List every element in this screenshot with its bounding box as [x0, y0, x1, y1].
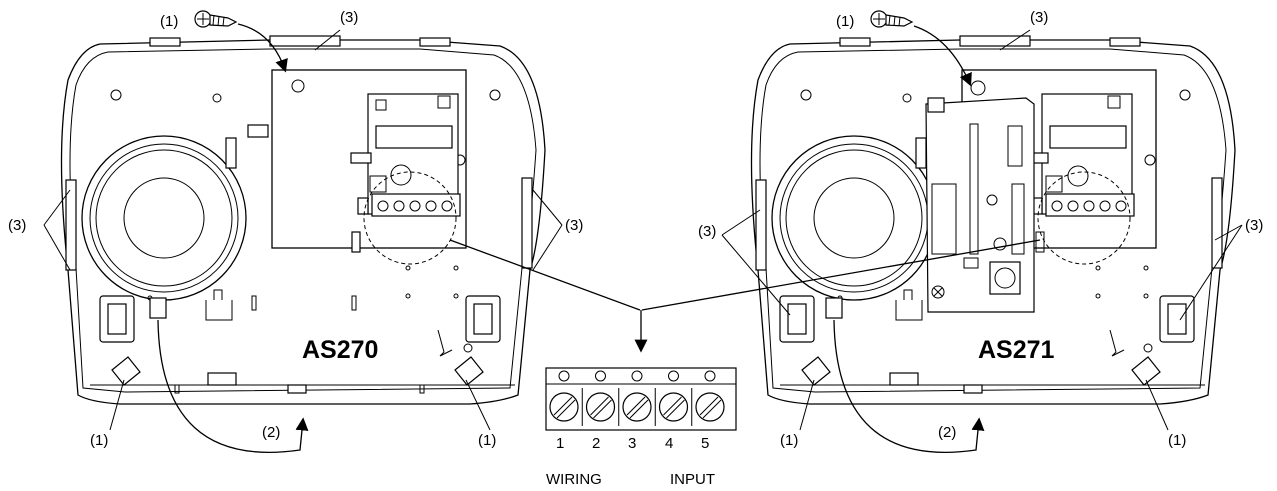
zoom-circle — [1037, 171, 1131, 265]
terminal-hole — [668, 370, 679, 382]
terminal-number-2: 2 — [592, 435, 600, 452]
terminal-screw-slot — [553, 396, 573, 416]
terminal-hole — [704, 370, 716, 382]
terminal-screw-slot — [663, 396, 682, 416]
terminal-block-detail: 1 2 3 4 5 WIRING INPUT — [449, 239, 1041, 488]
side-latch-right — [1211, 177, 1223, 269]
terminal-number-5: 5 — [701, 435, 709, 452]
label-tab-right: (3) — [1245, 217, 1263, 234]
terminal-number-1: 1 — [556, 435, 564, 452]
label-tab-left: (3) — [698, 223, 716, 240]
mounting-hole — [110, 89, 122, 101]
bottom-clip — [207, 372, 237, 386]
label-screw-top: (1) — [160, 13, 178, 30]
terminal-hole — [558, 370, 570, 382]
housing-inner — [759, 48, 1227, 393]
bottom-switch-tab — [287, 384, 307, 394]
circuit-board — [937, 69, 1157, 249]
terminal-screw[interactable] — [658, 392, 689, 422]
side-latch-left — [65, 179, 77, 271]
unit-as270: (1) (3) (3) (3) (1) (1) (2) AS270 — [8, 9, 583, 454]
terminal-screw-slot — [626, 396, 646, 416]
top-tab — [419, 37, 451, 47]
terminal-screw-slot — [590, 396, 609, 416]
screw-slot — [111, 356, 141, 386]
terminal-screw-slot — [666, 399, 685, 419]
terminal-screw-slot — [556, 399, 576, 419]
terminal-hole — [631, 370, 643, 382]
terminal-screw-slot — [629, 399, 649, 419]
label-screw-bottom-right: (1) — [478, 432, 496, 449]
terminal-number-4: 4 — [665, 435, 673, 452]
label-tab-right: (3) — [565, 217, 583, 234]
speaker — [81, 135, 247, 301]
caption-input: INPUT — [670, 471, 715, 488]
label-screw-bottom-right: (1) — [1168, 432, 1186, 449]
mounting-hole — [212, 93, 222, 103]
terminal-screw-slot — [593, 399, 612, 419]
terminal-screw-slot — [699, 396, 719, 416]
mounting-hole — [489, 89, 501, 101]
terminal-number-3: 3 — [628, 435, 636, 452]
housing-outline — [750, 39, 1236, 405]
terminal-hole — [595, 370, 606, 382]
unit-as271: (1) (3) (3) (3) (1) (1) (2) AS271 — [698, 9, 1263, 454]
terminal-screw[interactable] — [549, 392, 579, 422]
side-latch-left — [755, 179, 767, 271]
label-screw-bottom-left: (1) — [90, 432, 108, 449]
screw-slot — [454, 356, 484, 386]
model-label: AS270 — [302, 336, 378, 364]
label-screw-top: (1) — [836, 13, 854, 30]
tamper-switch — [149, 297, 167, 319]
speaker-clip — [225, 137, 237, 169]
zoom-circle — [363, 171, 457, 265]
screw-icon — [870, 10, 914, 28]
top-tab — [149, 37, 181, 47]
side-latch-right — [521, 177, 533, 269]
caption-wiring: WIRING — [546, 471, 602, 488]
label-screw-bottom-left: (1) — [780, 432, 798, 449]
tamper-switch — [825, 297, 843, 319]
terminal-screw[interactable] — [622, 392, 652, 422]
model-label: AS271 — [978, 336, 1055, 364]
top-tab — [269, 35, 341, 47]
label-tab-top: (3) — [1030, 9, 1048, 26]
circuit-board — [247, 69, 467, 249]
speaker — [771, 135, 937, 301]
label-switch: (2) — [938, 424, 956, 441]
label-tab-left: (3) — [8, 217, 26, 234]
housing-inner — [69, 48, 537, 393]
label-tab-top: (3) — [340, 9, 358, 26]
terminal-screw[interactable] — [695, 392, 725, 422]
screw-icon — [194, 10, 238, 28]
expansion-module — [925, 97, 1035, 313]
terminal-screw[interactable] — [585, 392, 616, 422]
label-switch: (2) — [262, 424, 280, 441]
terminal-screw-slot — [702, 399, 722, 419]
